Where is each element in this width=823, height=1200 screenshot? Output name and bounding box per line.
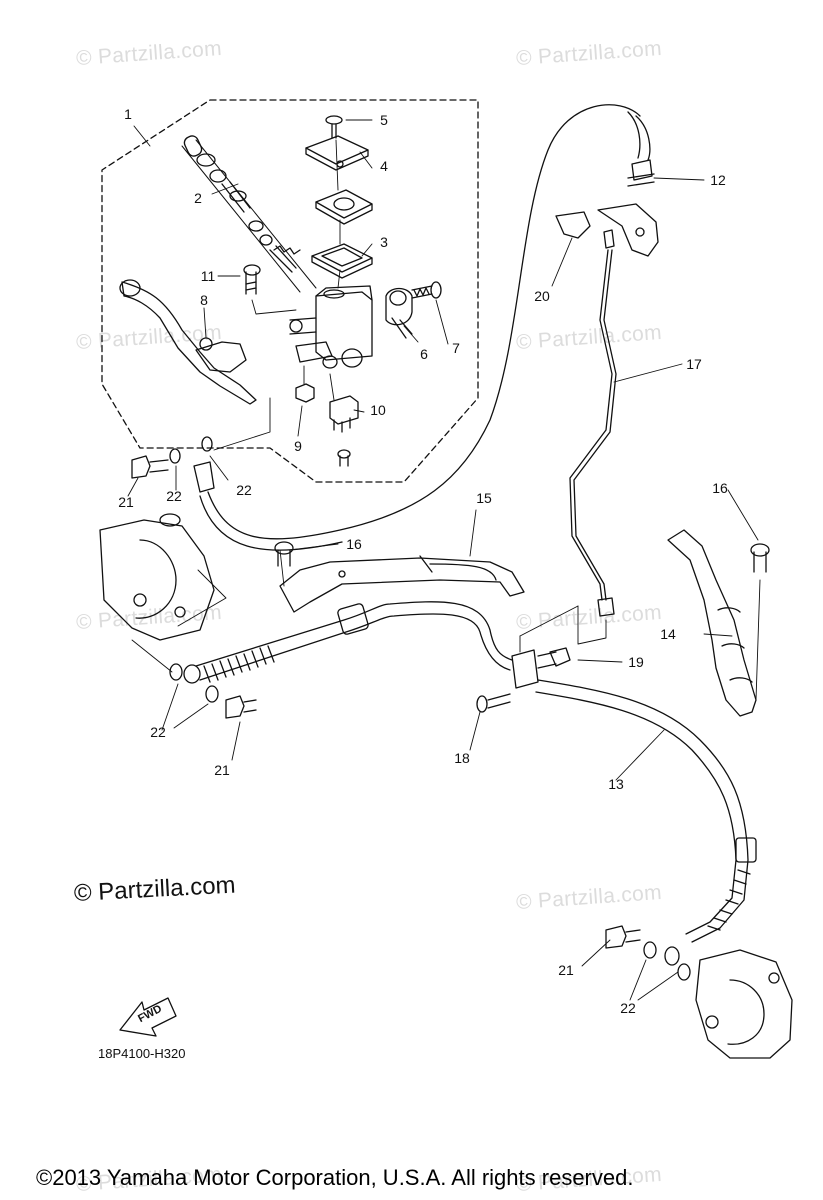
callout-7: 7: [452, 340, 460, 356]
callout-5: 5: [380, 112, 388, 128]
callout-17: 17: [686, 356, 702, 372]
callout-10: 10: [370, 402, 386, 418]
upper-brake-hose: [193, 104, 651, 551]
union-bolt-left-bottom: [169, 663, 257, 719]
callout-3: 3: [380, 234, 388, 250]
hose-fitting-top: [627, 159, 655, 187]
callout-21c: 21: [558, 962, 574, 978]
right-brake-caliper: [677, 949, 793, 1059]
callout-20: 20: [534, 288, 550, 304]
left-brake-caliper: [99, 513, 227, 673]
union-bolt-right: [605, 925, 657, 959]
diaphragm: [311, 243, 373, 279]
holder-clamp: [385, 287, 413, 339]
callout-2: 2: [194, 190, 202, 206]
hose-guide-upper: [274, 541, 525, 613]
hose-guide-right: [667, 529, 770, 717]
right-brake-hose: [535, 679, 757, 966]
callout-16a: 16: [346, 536, 362, 552]
callout-8: 8: [200, 292, 208, 308]
left-brake-hose: [183, 601, 513, 684]
callout-21b: 21: [214, 762, 230, 778]
copyright-notice: ©2013 Yamaha Motor Corporation, U.S.A. A…: [36, 1165, 634, 1190]
callout-15: 15: [476, 490, 492, 506]
piston-kit: [181, 135, 317, 293]
fwd-arrow: [119, 997, 177, 1037]
callout-22d: 22: [620, 1000, 636, 1016]
diaphragm-holder: [315, 189, 373, 225]
brake-pipe: [569, 229, 617, 645]
callout-13: 13: [608, 776, 624, 792]
callout-22a: 22: [166, 488, 182, 504]
callout-22c: 22: [150, 724, 166, 740]
hose-bracket: [555, 203, 659, 257]
cap-screw: [325, 115, 343, 139]
pivot-bolt: [243, 264, 297, 315]
callout-16b: 16: [712, 480, 728, 496]
brake-switch: [329, 373, 359, 467]
callout-19: 19: [628, 654, 644, 670]
leader-lines: [127, 119, 759, 1001]
callout-4: 4: [380, 158, 388, 174]
assembly-boundary: [101, 99, 479, 483]
callout-22b: 22: [236, 482, 252, 498]
union-bolt-left-top: [131, 436, 213, 479]
callout-18: 18: [454, 750, 470, 766]
callout-14: 14: [660, 626, 676, 642]
callout-6: 6: [420, 346, 428, 362]
callout-11: 11: [200, 268, 216, 284]
brake-lever: [119, 279, 257, 405]
pivot-nut: [295, 365, 315, 403]
callout-9: 9: [294, 438, 302, 454]
master-cylinder-body: [289, 285, 373, 369]
diagram-code: 18P4100-H320: [98, 1046, 186, 1061]
brake-hose-joint: [476, 605, 579, 713]
callout-12: 12: [710, 172, 726, 188]
callout-1: 1: [124, 106, 132, 122]
callout-21a: 21: [118, 494, 134, 510]
clamp-bolt: [411, 281, 442, 299]
